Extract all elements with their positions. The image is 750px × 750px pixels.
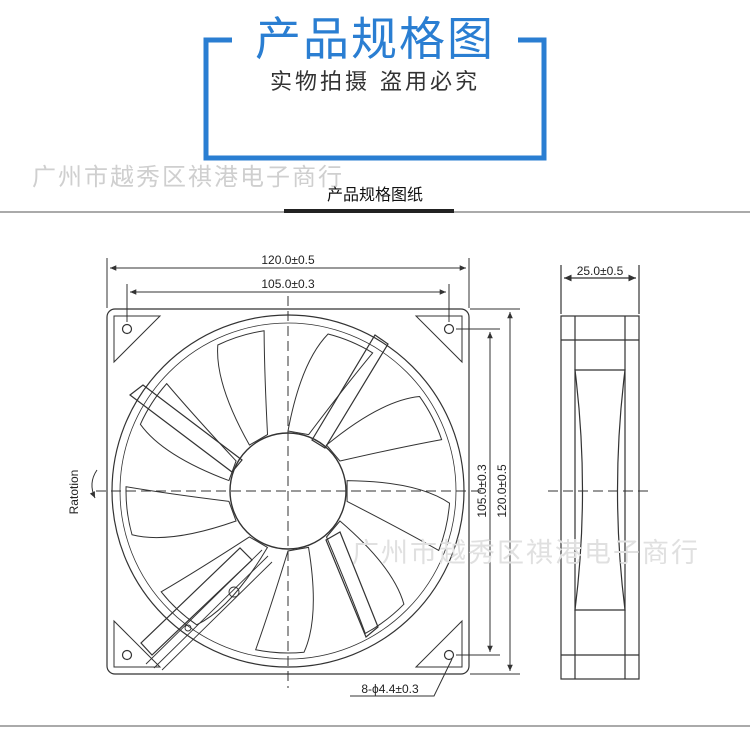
fan-blade xyxy=(139,382,237,482)
fan-blade xyxy=(255,546,314,654)
dim-thickness: 25.0±0.5 xyxy=(577,264,624,278)
watermark-top: 广州市越秀区祺港电子商行 xyxy=(32,163,344,191)
section-title: 产品规格图纸 xyxy=(326,185,423,204)
dim-hole-width: 105.0±0.3 xyxy=(261,277,315,291)
fan-blade xyxy=(346,480,451,552)
dimensions xyxy=(89,258,520,697)
rotation-arrow-icon xyxy=(89,469,98,499)
watermark-middle: 广州市越秀区祺港电子商行 xyxy=(352,538,700,569)
fan-blade xyxy=(125,486,237,539)
support-struts xyxy=(129,334,389,656)
banner-subtitle: 实物拍摄 盗用必究 xyxy=(270,70,480,95)
section-rules xyxy=(0,209,750,727)
fan-blade xyxy=(325,520,405,635)
banner-bracket xyxy=(203,37,547,161)
mounting-hole-tr xyxy=(443,323,455,335)
fan-blade xyxy=(287,333,374,436)
mounting-hole-icons xyxy=(121,323,455,661)
fan-blade xyxy=(325,395,443,462)
corner-boss-br xyxy=(414,619,463,668)
mounting-hole-tl xyxy=(121,323,133,335)
dim-overall-width: 120.0±0.5 xyxy=(261,253,315,267)
banner: 产品规格图 实物拍摄 盗用必究 xyxy=(0,0,750,230)
fan-blade xyxy=(217,330,269,446)
side-housing-profile xyxy=(574,369,626,611)
centerlines xyxy=(96,296,650,688)
mounting-hole-br xyxy=(443,649,455,661)
fan-side-view xyxy=(560,265,640,680)
banner-title: 产品规格图 xyxy=(255,12,495,66)
corner-boss-bl xyxy=(113,619,162,668)
rotation-label: Ratotion xyxy=(67,470,81,515)
mounting-hole-bl xyxy=(121,649,133,661)
fan-blades xyxy=(125,330,451,654)
dim-overall-height: 120.0±0.5 xyxy=(495,464,509,518)
fan-blade xyxy=(160,536,269,626)
corner-boss-tl xyxy=(113,315,162,364)
side-outline xyxy=(560,315,640,680)
dim-hole-height: 105.0±0.3 xyxy=(475,464,489,518)
hole-leader-line xyxy=(350,658,453,697)
cable-channel xyxy=(145,549,273,671)
corner-boss-tr xyxy=(414,315,463,364)
mounting-hole-spec: 8-ϕ4.4±0.3 xyxy=(361,682,419,696)
